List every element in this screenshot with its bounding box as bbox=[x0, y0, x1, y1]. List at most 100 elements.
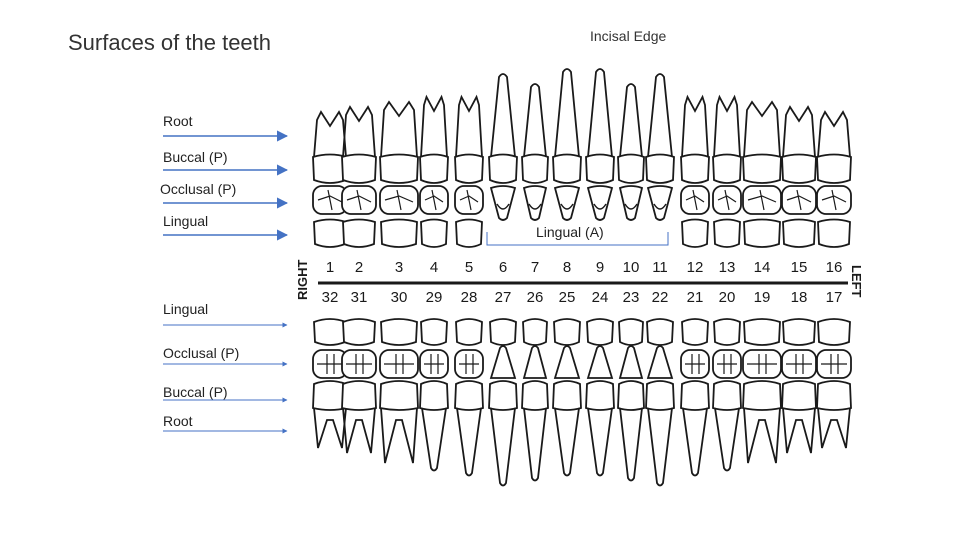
lower-tooth bbox=[712, 318, 742, 472]
tooth-lingual bbox=[646, 318, 674, 346]
lower-lingual-label: Lingual bbox=[163, 301, 209, 317]
tooth-crown bbox=[454, 380, 484, 411]
tooth-crown bbox=[712, 380, 742, 411]
tooth-incisal bbox=[553, 185, 581, 221]
tooth-incisal bbox=[489, 345, 517, 379]
tooth-crown bbox=[585, 153, 615, 184]
tooth-groove bbox=[528, 203, 542, 210]
tooth-groove bbox=[685, 189, 705, 211]
tooth-lingual bbox=[313, 218, 347, 248]
tooth-lingual bbox=[713, 318, 741, 346]
tooth-lingual bbox=[586, 318, 614, 346]
tooth-crown bbox=[680, 153, 710, 184]
tooth-root bbox=[380, 100, 418, 158]
tooth-crown bbox=[552, 380, 582, 411]
tooth-lingual bbox=[553, 318, 581, 346]
tooth-root bbox=[782, 407, 816, 454]
tooth-root bbox=[714, 407, 740, 472]
upper-tooth-number: 13 bbox=[719, 259, 736, 276]
tooth-groove bbox=[560, 203, 574, 210]
tooth-lingual bbox=[782, 318, 816, 346]
tooth-incisal bbox=[522, 345, 548, 379]
tooth-root bbox=[554, 68, 580, 158]
tooth-incisal bbox=[489, 185, 517, 221]
tooth-lingual bbox=[420, 218, 448, 248]
lower-tooth bbox=[680, 318, 710, 477]
tooth-root bbox=[782, 105, 816, 158]
right-side-label: RIGHT bbox=[295, 260, 310, 301]
lower-tooth bbox=[341, 318, 377, 454]
tooth-lingual bbox=[342, 218, 376, 248]
lower-tooth bbox=[552, 318, 582, 477]
tooth-lingual bbox=[380, 218, 418, 248]
tooth-crown bbox=[742, 380, 782, 411]
tooth-root bbox=[682, 407, 708, 477]
lower-tooth bbox=[816, 318, 852, 449]
lower-tooth bbox=[645, 318, 675, 487]
upper-tooth bbox=[521, 83, 549, 221]
upper-tooth bbox=[585, 68, 615, 221]
tooth-crown bbox=[742, 153, 782, 184]
tooth-root bbox=[523, 407, 547, 482]
tooth-groove bbox=[384, 354, 414, 374]
tooth-lingual bbox=[782, 218, 816, 248]
lower-tooth-number: 28 bbox=[461, 289, 478, 306]
upper-lingual-label: Lingual bbox=[163, 213, 209, 229]
tooth-root bbox=[523, 83, 547, 158]
tooth-groove bbox=[717, 189, 737, 211]
tooth-crown bbox=[781, 380, 817, 411]
tooth-root bbox=[817, 110, 851, 158]
tooth-lingual bbox=[817, 218, 851, 248]
tooth-incisal bbox=[586, 345, 614, 379]
tooth-groove bbox=[496, 203, 510, 210]
upper-tooth-number: 9 bbox=[596, 259, 604, 276]
lower-tooth bbox=[379, 318, 419, 464]
lower-tooth-number: 30 bbox=[391, 289, 408, 306]
lower-occlusal-label: Occlusal (P) bbox=[163, 345, 240, 361]
tooth-crown bbox=[645, 380, 675, 411]
tooth-groove bbox=[786, 354, 812, 374]
tooth-crown bbox=[552, 153, 582, 184]
lower-tooth bbox=[585, 318, 615, 477]
lower-root-label: Root bbox=[163, 413, 193, 429]
tooth-lingual bbox=[713, 218, 741, 248]
tooth-crown bbox=[521, 153, 549, 184]
tooth-incisal bbox=[586, 185, 614, 221]
lower-tooth bbox=[742, 318, 782, 464]
lower-tooth-number: 20 bbox=[719, 289, 736, 306]
tooth-crown bbox=[488, 153, 518, 184]
tooth-lingual bbox=[618, 318, 644, 346]
tooth-incisal bbox=[646, 185, 674, 221]
lower-teeth bbox=[312, 318, 852, 487]
tooth-root bbox=[490, 407, 516, 487]
upper-tooth bbox=[379, 100, 419, 248]
upper-tooth-number: 2 bbox=[355, 259, 363, 276]
tooth-root bbox=[587, 68, 613, 158]
upper-tooth-number: 14 bbox=[754, 259, 771, 276]
lower-tooth-number: 32 bbox=[322, 289, 339, 306]
tooth-groove bbox=[459, 189, 479, 211]
tooth-incisal bbox=[646, 345, 674, 379]
tooth-root bbox=[455, 94, 483, 158]
lower-tooth-number: 31 bbox=[351, 289, 368, 306]
tooth-groove bbox=[786, 189, 812, 211]
tooth-root bbox=[421, 407, 447, 472]
tooth-crown bbox=[645, 153, 675, 184]
lower-buccal-label: Buccal (P) bbox=[163, 384, 228, 400]
tooth-groove bbox=[747, 354, 777, 374]
lower-tooth-number: 27 bbox=[495, 289, 512, 306]
tooth-root bbox=[817, 407, 851, 449]
incisal-edge-label: Incisal Edge bbox=[590, 28, 667, 44]
tooth-lingual bbox=[817, 318, 851, 346]
lower-tooth-number: 29 bbox=[426, 289, 443, 306]
lower-tooth-number: 19 bbox=[754, 289, 771, 306]
tooth-crown bbox=[454, 153, 484, 184]
anterior-lingual-bracket bbox=[486, 232, 669, 246]
tooth-groove bbox=[685, 354, 705, 374]
tooth-groove bbox=[593, 203, 607, 210]
tooth-root bbox=[587, 407, 613, 477]
lower-tooth bbox=[781, 318, 817, 454]
